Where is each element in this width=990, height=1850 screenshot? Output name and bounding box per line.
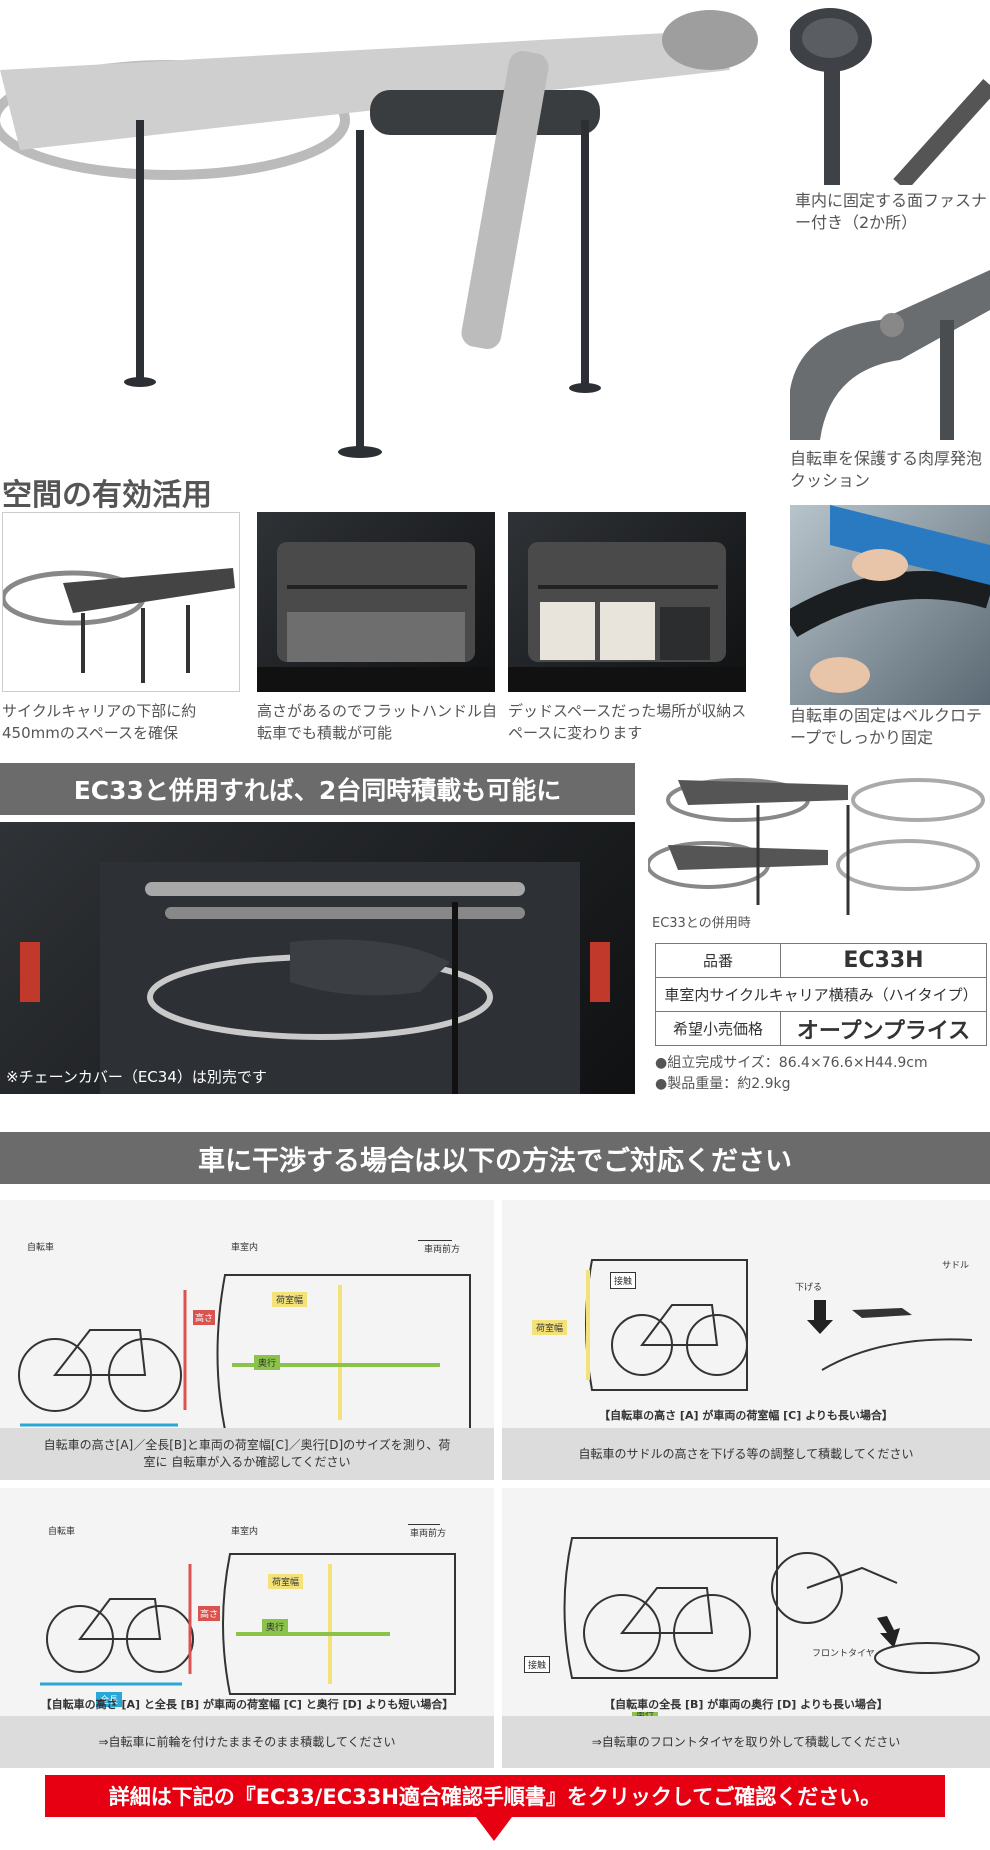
spec-row-product-code: 品番 EC33H	[655, 943, 987, 978]
label-interior: 車室内	[231, 1243, 259, 1253]
space-caption-1: サイクルキャリアの下部に約450mmのスペースを確保	[2, 702, 197, 742]
velcro-detail-photo	[790, 505, 990, 705]
guide-caption-1: 自転車の高さ[A]／全長[B]と車両の荷室幅[C]／奥行[D]のサイズを測り、荷…	[0, 1428, 494, 1480]
label-front-tire: フロントタイヤ	[812, 1649, 875, 1659]
tag-depth: 奥行	[262, 1619, 289, 1634]
tag-cargo-width: 荷室幅	[272, 1292, 308, 1307]
tag-contact: 接触	[524, 1656, 551, 1673]
cycle-carrier-illustration	[0, 10, 758, 458]
velcro-caption: 自転車の固定はベルクロテープでしっかり固定	[790, 706, 983, 747]
label-forward: 車両前方	[410, 1529, 447, 1539]
spec-bullet-weight: ●製品重量：約2.9kg	[655, 1076, 791, 1092]
guide-note-2: 【自転車の高さ [A] が車両の荷室幅 [C] よりも長い場合】	[599, 1409, 893, 1422]
label-interior: 車室内	[231, 1527, 259, 1537]
cushion-caption: 自転車を保護する肉厚発泡クッション	[790, 449, 983, 490]
space-caption-3: デッドスペースだった場所が収納スペースに変わります	[508, 702, 747, 742]
label-saddle: サドル	[942, 1261, 970, 1271]
guide-note-4: 【自転車の全長 [B] が車両の奥行 [D] よりも長い場合】	[502, 1696, 990, 1712]
spec-bullet-size: ●組立完成サイズ：86.4×76.6×H44.9cm	[655, 1055, 928, 1071]
guide-panel-1: 自転車 車室内 車両前方 高さ 全長 荷室幅 奥行 自転車の高さ[A]／全長[B…	[0, 1200, 494, 1480]
tag-cargo-width: 荷室幅	[268, 1574, 304, 1589]
spec-row-price: 希望小売価格 オープンプライス	[655, 1011, 987, 1046]
guide-banner: 車に干渉する場合は以下の方法でご対応ください	[0, 1132, 990, 1184]
tag-height: 高さ	[193, 1310, 216, 1325]
label-forward: 車両前方	[424, 1245, 461, 1255]
cta-arrow-icon	[476, 1817, 512, 1841]
fits-diagram	[40, 1524, 456, 1695]
space-photo-1	[2, 512, 240, 692]
space-heading: 空間の有効活用	[2, 478, 212, 513]
combo-side-caption: EC33との併用時	[652, 916, 751, 931]
spec-value: EC33H	[780, 943, 987, 978]
hero-product-photo	[0, 0, 780, 470]
cushion-detail-photo	[790, 250, 990, 440]
spec-label: 品番	[655, 943, 781, 978]
cta-banner[interactable]: 詳細は下記の『EC33/EC33H適合確認手順書』をクリックしてご確認ください。	[45, 1775, 945, 1817]
space-photo-3	[508, 512, 746, 692]
spec-table: 品番 EC33H 車室内サイクルキャリア横積み（ハイタイプ） 希望小売価格 オー…	[655, 943, 987, 1046]
cta-text: 詳細は下記の『EC33/EC33H適合確認手順書』をクリックしてご確認ください。	[108, 1785, 882, 1809]
spec-row-name: 車室内サイクルキャリア横積み（ハイタイプ）	[655, 977, 987, 1012]
combo-photo	[0, 822, 635, 1094]
space-photo-2	[257, 512, 495, 692]
chain-cover-note: ※チェーンカバー（EC34）は別売です	[6, 1068, 267, 1086]
tag-length: 全長	[96, 1692, 123, 1707]
tag-depth: 奥行	[254, 1355, 281, 1370]
combo-side-illustration	[648, 765, 990, 915]
tag-contact: 接触	[610, 1272, 637, 1289]
guide-panel-4: 接触 奥行 フロントタイヤ 【自転車の全長 [B] が車両の奥行 [D] よりも…	[502, 1488, 990, 1768]
fastener-detail-photo	[790, 0, 990, 185]
spec-table-box: 品番 EC33H 車室内サイクルキャリア横積み（ハイタイプ） 希望小売価格 オー…	[655, 943, 987, 1046]
fastener-caption: 車内に固定する面ファスナー付き（2か所）	[795, 191, 988, 232]
saddle-diagram	[585, 1259, 973, 1391]
guide-caption-3: ⇒自転車に前輪を付けたままそのまま積載してください	[0, 1716, 494, 1768]
combo-banner: EC33と併用すれば、2台同時積載も可能に	[0, 763, 635, 815]
remove-tire-diagram	[563, 1537, 980, 1700]
guide-panel-2: 接触 荷室幅 下げる サドル 【自転車の高さ [A] が車両の荷室幅 [C] よ…	[502, 1200, 990, 1480]
tag-height: 高さ	[198, 1606, 221, 1621]
space-caption-2: 高さがあるのでフラットハンドル自転車でも積載が可能	[257, 702, 498, 742]
guide-caption-2: 自転車のサドルの高さを下げる等の調整して積載してください	[502, 1428, 990, 1480]
spec-product-name: 車室内サイクルキャリア横積み（ハイタイプ）	[655, 977, 987, 1012]
guide-panel-3: 自転車 車室内 車両前方 高さ 全長 荷室幅 奥行 【自転車の高さ [A] と全…	[0, 1488, 494, 1768]
spec-value: オープンプライス	[780, 1011, 987, 1046]
label-bicycle: 自転車	[27, 1243, 55, 1253]
label-bicycle: 自転車	[48, 1527, 76, 1537]
tag-cargo-width: 荷室幅	[532, 1320, 568, 1335]
spec-label: 希望小売価格	[655, 1011, 781, 1046]
label-lower: 下げる	[795, 1283, 823, 1293]
guide-note-3: 【自転車の高さ [A] と全長 [B] が車両の荷室幅 [C] と奥行 [D] …	[40, 1698, 454, 1711]
guide-caption-4: ⇒自転車のフロントタイヤを取り外して積載してください	[502, 1716, 990, 1768]
